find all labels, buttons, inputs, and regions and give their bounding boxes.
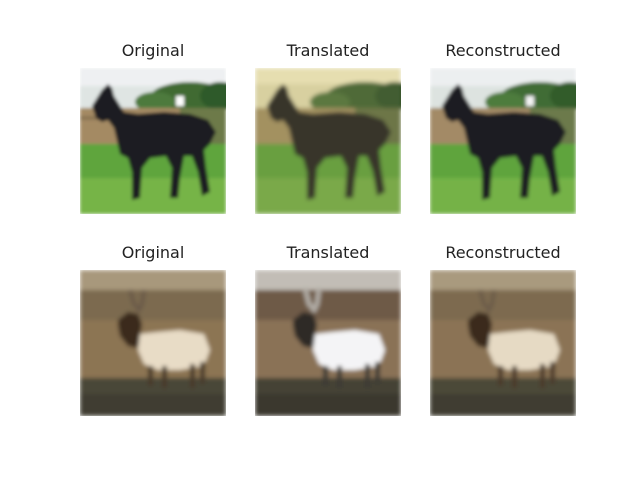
panel-title: Translated: [286, 243, 370, 262]
horse-reconstructed-image: [430, 68, 576, 214]
panel-title: Reconstructed: [445, 41, 561, 60]
panel-title: Original: [121, 243, 185, 262]
panel-title: Original: [121, 41, 185, 60]
deer-reconstructed-image: [430, 270, 576, 416]
deer-translated-image: [255, 270, 401, 416]
panel-title: Translated: [286, 41, 370, 60]
horse-original-image: [80, 68, 226, 214]
horse-translated-image: [255, 68, 401, 214]
deer-original-image: [80, 270, 226, 416]
panel-title: Reconstructed: [445, 243, 561, 262]
